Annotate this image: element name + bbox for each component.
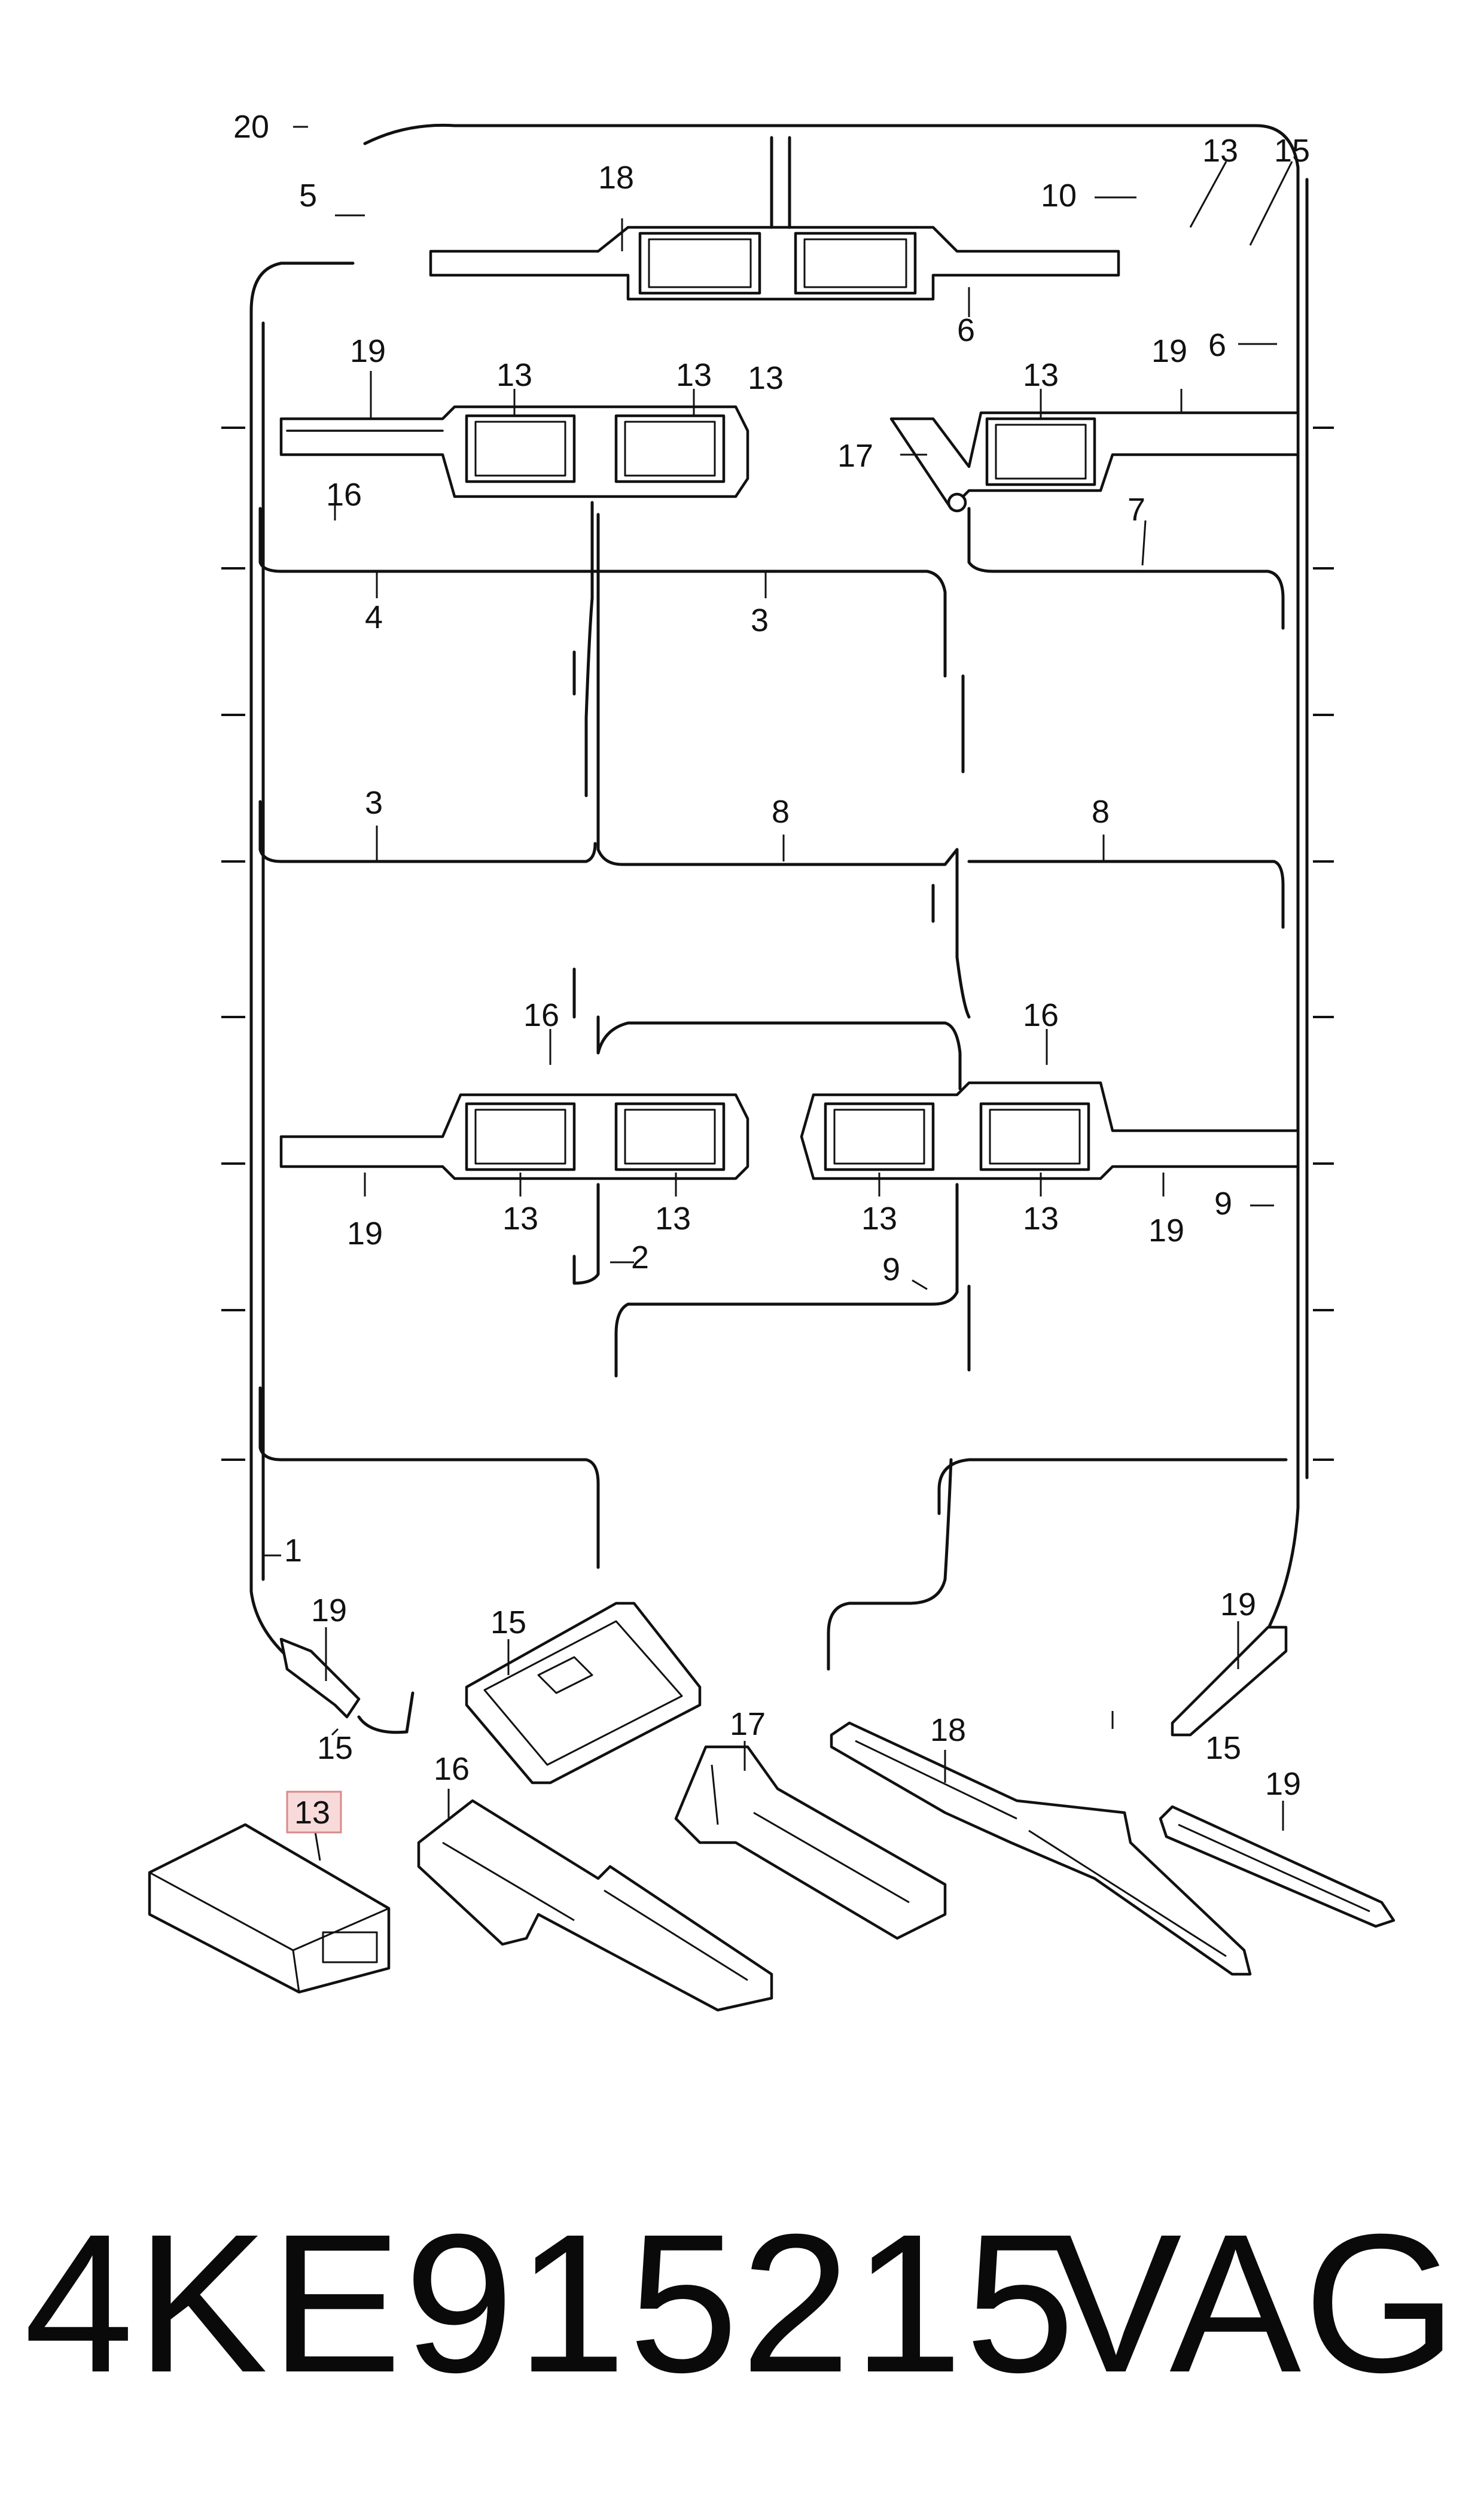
upper-right-module <box>889 411 1300 513</box>
callout-15-housing: 15 <box>490 1604 526 1640</box>
caption-bar: 4KE915215 VAG <box>24 2178 1459 2429</box>
callout-2: 2 <box>631 1240 649 1275</box>
brand-name: VAG <box>1050 2193 1459 2413</box>
leader-lines <box>263 126 1293 1861</box>
part-19-strip <box>1159 1805 1395 1928</box>
callout-15-left-corner: 15 <box>317 1730 353 1766</box>
callout-8-right: 8 <box>1092 794 1110 830</box>
callout-16-lower-right: 16 <box>1023 997 1059 1033</box>
middle-harness <box>258 501 1285 1019</box>
callout-6-left: 6 <box>957 312 975 348</box>
callout-9-right: 9 <box>1214 1186 1232 1222</box>
part-13-unit <box>148 1823 391 1994</box>
part-15-housing <box>465 1601 702 1785</box>
callout-3-right: 3 <box>751 602 769 638</box>
callout-18-top: 18 <box>598 160 634 196</box>
callout-5: 5 <box>299 178 317 214</box>
harness-frame <box>221 123 1334 1677</box>
callout-16-tray: 16 <box>434 1751 470 1787</box>
lower-left-module <box>279 1093 749 1180</box>
callout-18-rail: 18 <box>930 1712 966 1748</box>
parts-diagram: 20 5 18 10 13 15 6 13 6 19 13 13 19 13 1… <box>148 109 1395 2012</box>
callout-16-lower-left: 16 <box>523 997 559 1033</box>
callout-1: 1 <box>284 1533 302 1569</box>
callout-13-top-center: 13 <box>748 360 784 396</box>
callout-13-top-right: 13 <box>1202 133 1238 169</box>
callout-6-right: 6 <box>1208 327 1226 363</box>
callout-13-lower-b: 13 <box>655 1201 691 1237</box>
lower-right-module <box>800 1081 1300 1180</box>
callout-15-right-corner: 15 <box>1205 1730 1241 1766</box>
highlight-box-13 <box>286 1791 342 1834</box>
callout-13-highlight: 13 <box>294 1795 330 1831</box>
callout-19-left-corner: 19 <box>311 1593 347 1628</box>
part-number: 4KE915215 <box>24 2193 1077 2413</box>
callout-19-strip: 19 <box>1265 1766 1301 1802</box>
left-corner-bracket <box>279 1637 415 1734</box>
callout-15-top-right: 15 <box>1274 133 1310 169</box>
callout-labels: 20 5 18 10 13 15 6 13 6 19 13 13 19 13 1… <box>233 109 1310 1834</box>
callout-13-upper-left-b: 13 <box>676 357 712 393</box>
callout-9-center: 9 <box>882 1252 900 1287</box>
callout-13-upper-right: 13 <box>1023 357 1059 393</box>
callout-8-left: 8 <box>772 794 790 830</box>
callout-19-lower-left: 19 <box>347 1216 383 1252</box>
callout-13-lower-d: 13 <box>1023 1201 1059 1237</box>
callout-4: 4 <box>365 599 383 635</box>
upper-left-module <box>279 405 749 498</box>
callout-19-right-corner: 19 <box>1220 1587 1256 1622</box>
callout-19-upper-left: 19 <box>350 333 386 369</box>
callout-20: 20 <box>233 109 269 145</box>
part-18-rail <box>830 1721 1252 1976</box>
callout-13-lower-c: 13 <box>861 1201 897 1237</box>
callout-13-upper-left-a: 13 <box>496 357 532 393</box>
callout-16-upper-left: 16 <box>326 477 362 513</box>
callout-17-bracket: 17 <box>730 1706 766 1742</box>
callout-13-lower-a: 13 <box>502 1201 538 1237</box>
callout-19-upper-right: 19 <box>1151 333 1187 369</box>
part-17-bracket <box>674 1745 947 1940</box>
callout-19-lower-right: 19 <box>1148 1213 1184 1249</box>
callout-17-upper-right: 17 <box>837 438 873 474</box>
callout-3-left: 3 <box>365 785 383 821</box>
callout-10: 10 <box>1041 178 1077 214</box>
lower-harness <box>258 1015 1288 1671</box>
callout-7: 7 <box>1128 492 1145 528</box>
right-corner-bracket <box>1171 1625 1288 1737</box>
part-16-tray <box>417 1799 773 2012</box>
top-module-bracket <box>429 136 1120 301</box>
